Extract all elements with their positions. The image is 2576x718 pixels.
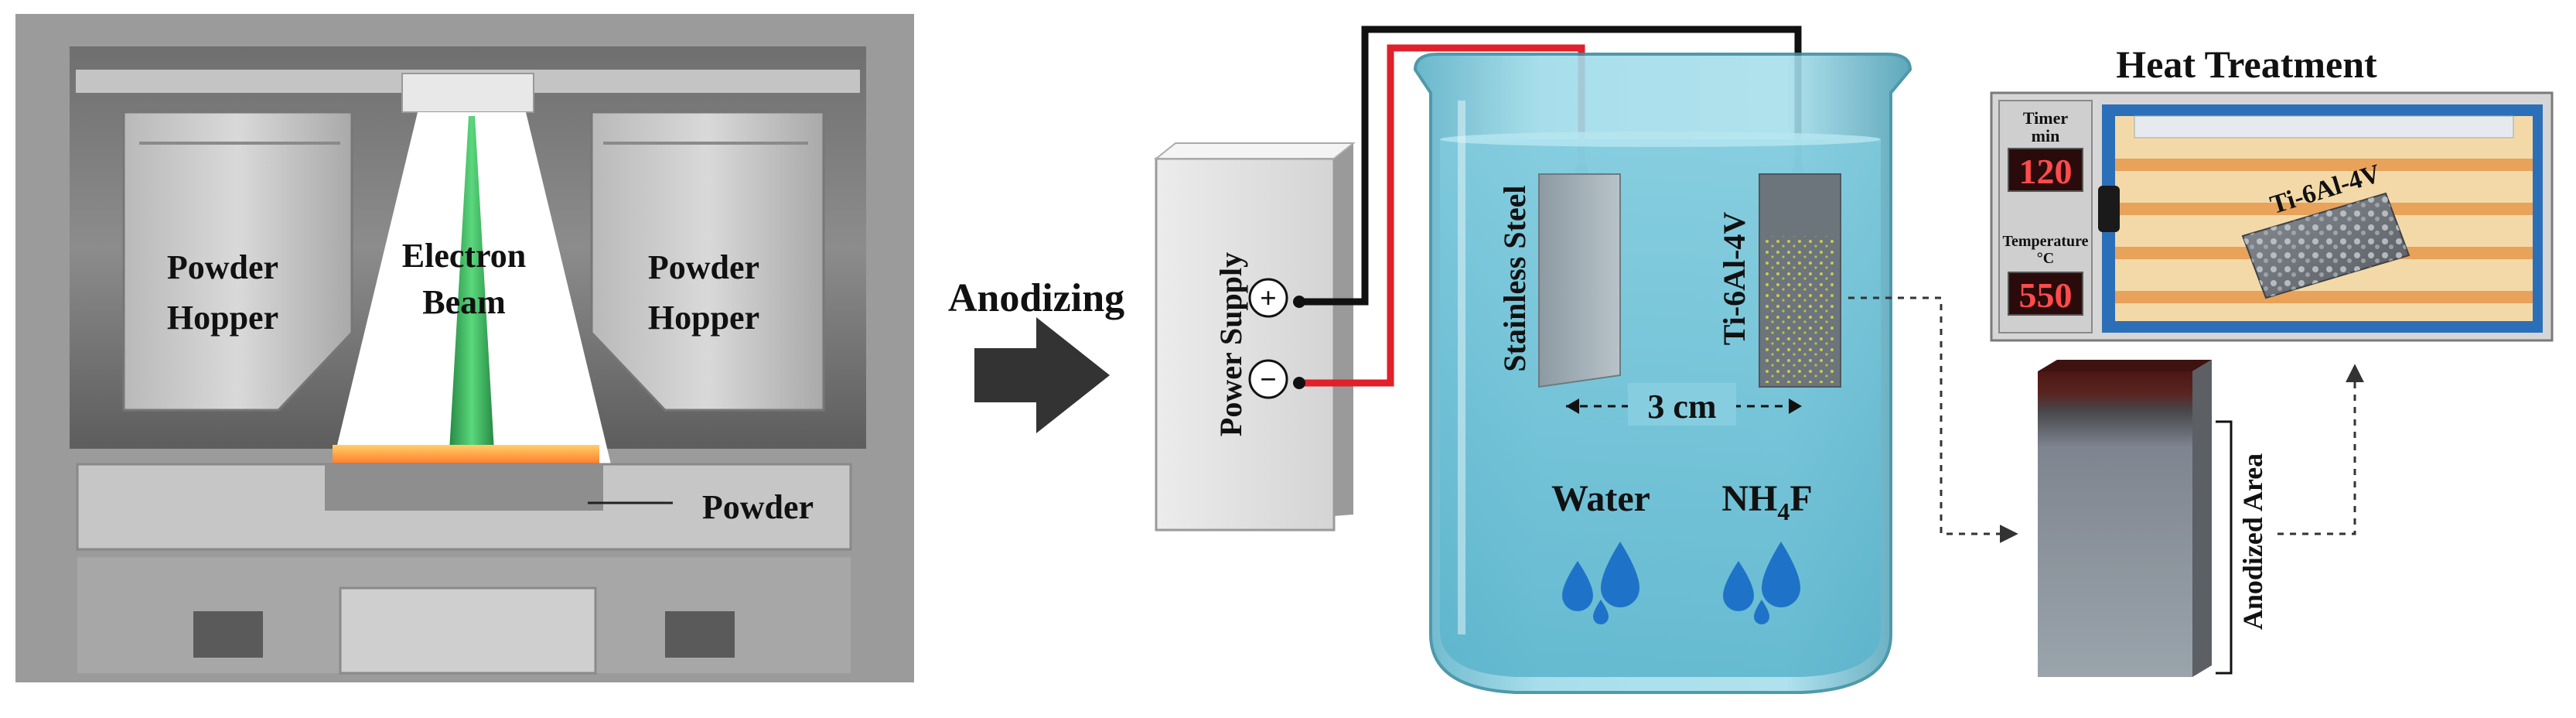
beam-label-line1: Electron xyxy=(402,237,527,275)
positive-sign: + xyxy=(1260,282,1277,315)
sample-front xyxy=(2038,371,2192,677)
furnace: Heat Treatment Timer min 120 Temperature… xyxy=(1990,43,2554,342)
anodizing-arrow xyxy=(974,317,1110,433)
left-hopper-label-line2: Hopper xyxy=(167,299,278,337)
power-supply: Power Supply + − xyxy=(1154,142,1356,532)
cathode-label: Stainless Steel xyxy=(1497,185,1532,371)
temp-display xyxy=(2008,272,2083,316)
positive-terminal xyxy=(1248,278,1288,318)
timer-label-line1: Timer xyxy=(2023,108,2068,128)
left-motor xyxy=(193,611,263,658)
timer-label-line2: min xyxy=(2032,126,2060,145)
electron-beam xyxy=(449,116,495,464)
solvent-label: Water xyxy=(1551,478,1650,519)
dashed-arrow-to-sample xyxy=(1848,296,2018,543)
distance-arrow-left xyxy=(1566,398,1579,414)
nh4f-droplets-icon xyxy=(1723,542,1800,624)
timer-display xyxy=(2008,148,2083,192)
beaker: Stainless Steel Ti-6Al-4V 3 cm Water NH4… xyxy=(1413,53,1912,694)
right-hopper xyxy=(590,111,825,412)
heating-element-2 xyxy=(2115,203,2533,215)
right-hopper-label-line2: Hopper xyxy=(648,299,759,337)
anode-label: Ti-6Al-4V xyxy=(1717,212,1752,346)
water-surface xyxy=(1440,132,1881,147)
anodizing-label: Anodizing xyxy=(948,276,1124,320)
distance-label: 3 cm xyxy=(1647,388,1716,426)
left-hopper xyxy=(122,111,353,412)
timer-value: 120 xyxy=(2019,152,2073,191)
powder-layer xyxy=(325,464,603,511)
anode-coating xyxy=(1765,236,1836,383)
distance-label-bg xyxy=(1628,383,1736,426)
negative-terminal xyxy=(1248,359,1288,399)
right-motor xyxy=(665,611,735,658)
salt-label-main: NH xyxy=(1721,478,1777,519)
heating-element-1 xyxy=(2115,159,2533,171)
heat-treatment-title: Heat Treatment xyxy=(2116,43,2377,86)
distance-arrow-right xyxy=(1789,398,1802,414)
sample-top xyxy=(2038,360,2212,371)
heating-element-4 xyxy=(2115,291,2533,303)
anodizing-step: Anodizing xyxy=(948,276,1124,433)
power-supply-label: Power Supply xyxy=(1213,252,1248,436)
powder-label: Powder xyxy=(702,488,814,526)
temp-label-line2: °C xyxy=(2037,250,2054,267)
black-wire-node xyxy=(1293,296,1305,308)
water-droplets-icon xyxy=(1562,542,1639,624)
anodized-sample: Anodized Area xyxy=(2038,360,2268,677)
salt-label: NH4F xyxy=(1721,478,1812,525)
sample-surface-texture xyxy=(2243,193,2409,298)
power-supply-top xyxy=(1154,142,1356,159)
sample-side xyxy=(2192,360,2212,677)
left-hopper-label-line1: Powder xyxy=(167,248,278,286)
electron-gun xyxy=(401,73,534,113)
door-handle xyxy=(2098,186,2120,232)
temp-label-line1: Temperature xyxy=(2002,233,2088,250)
ebm-machine: Powder Hopper Electron Beam Powder Hoppe… xyxy=(15,14,914,682)
negative-sign: − xyxy=(1260,364,1277,396)
dashed-arrow-to-furnace xyxy=(2277,364,2364,535)
anodized-area-bracket xyxy=(2216,420,2233,675)
lower-door xyxy=(339,586,597,675)
temp-value: 550 xyxy=(2019,275,2073,315)
furnace-vent xyxy=(2134,115,2514,138)
anodized-area-label: Anodized Area xyxy=(2237,453,2268,630)
salt-label-sub: 4 xyxy=(1777,497,1790,525)
beam-label-line2: Beam xyxy=(422,283,506,321)
salt-label-tail: F xyxy=(1790,478,1812,519)
right-hopper-label-line1: Powder xyxy=(648,248,759,286)
red-wire-node xyxy=(1293,377,1305,389)
stainless-steel-electrode xyxy=(1538,173,1621,388)
